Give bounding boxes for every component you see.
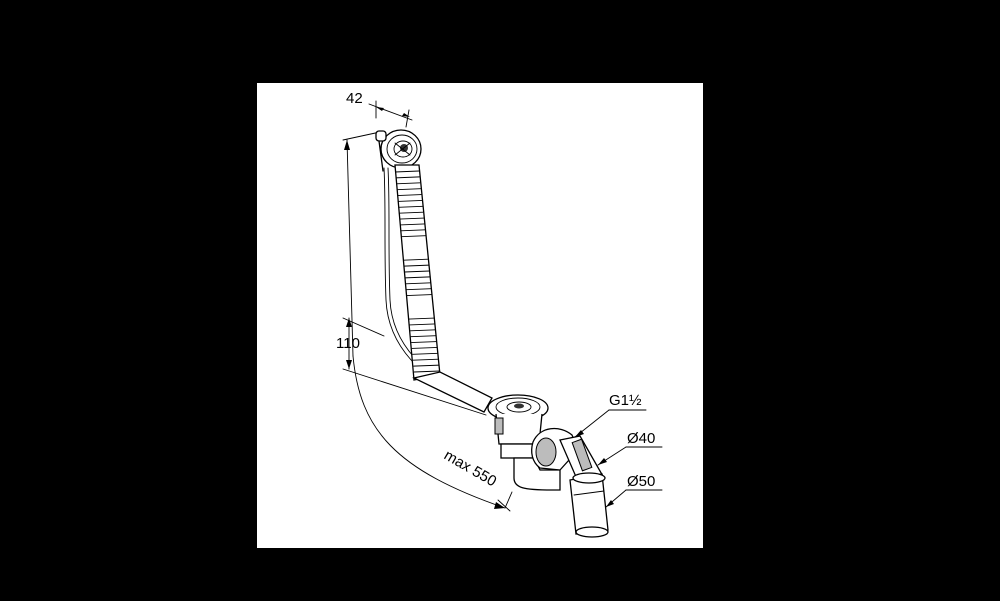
dimension-42: 42 — [346, 90, 413, 128]
tube-rib — [405, 276, 431, 279]
tube-rib — [411, 341, 437, 344]
tube-rib — [400, 223, 425, 226]
tube-rib — [397, 199, 423, 202]
thread-callout: G1½ — [574, 392, 647, 438]
waste-outlet — [487, 394, 561, 491]
tube-rib — [403, 258, 429, 261]
overflow-tube — [394, 164, 493, 413]
tube-rib — [412, 358, 439, 361]
tube-rib — [413, 370, 441, 373]
diameter-50-label: Ø50 — [627, 473, 655, 490]
tube-rib — [398, 205, 423, 208]
outlet-pipe — [569, 472, 609, 538]
tube-rib — [410, 329, 436, 332]
tube-rib — [411, 347, 438, 349]
overflow-head — [375, 129, 422, 172]
tube-rib — [403, 264, 429, 267]
dimension-42-label: 42 — [346, 90, 363, 107]
diameter-40-callout: Ø40 — [597, 430, 663, 466]
tube-rib — [406, 288, 432, 291]
tube-rib — [397, 194, 422, 196]
tube-rib — [412, 352, 439, 355]
tube-rib — [409, 323, 436, 326]
tube-rib — [408, 317, 435, 320]
diameter-40-label: Ø40 — [627, 430, 655, 447]
tube-rib — [398, 211, 424, 214]
diameter-50-callout: Ø50 — [605, 473, 663, 508]
paper-sheet — [257, 83, 703, 548]
dimension-110: 110 — [336, 317, 487, 416]
tube-rib — [395, 176, 420, 179]
tube-rib — [406, 294, 432, 296]
thread-label: G1½ — [609, 392, 642, 409]
tube-rib — [396, 188, 421, 191]
dimension-110-label: 110 — [336, 335, 360, 352]
tube-rib — [396, 182, 421, 185]
tube-rib — [413, 364, 440, 367]
tube-rib — [401, 235, 426, 238]
tube-rib — [405, 282, 431, 285]
tube-rib — [399, 217, 424, 220]
tube-rib — [400, 229, 426, 232]
tube-rib — [394, 170, 420, 173]
tube-rib — [410, 335, 437, 338]
tube-rib — [404, 270, 430, 273]
